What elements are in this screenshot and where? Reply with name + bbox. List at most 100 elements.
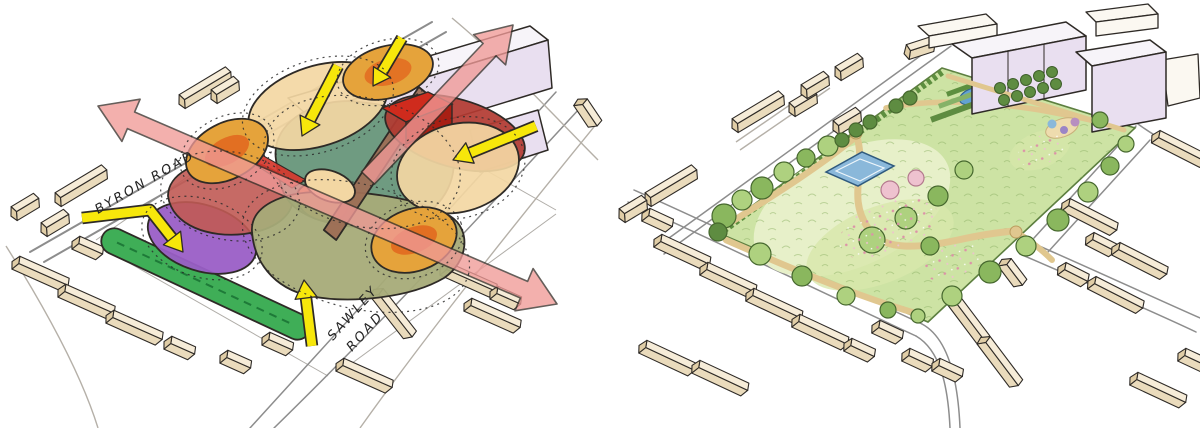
entry-arrow-top-head (299, 114, 321, 137)
flower-meadow-stipple (1017, 133, 1067, 167)
playground (1045, 117, 1080, 139)
blossom-tree (907, 169, 925, 187)
garden-tree (1007, 78, 1019, 90)
house (1174, 345, 1200, 375)
formal-garden-trees (994, 66, 1062, 106)
main-axis-arrow (97, 98, 558, 312)
entry-arrow-left (81, 205, 176, 241)
tree (773, 161, 795, 183)
avenue-tree (888, 98, 904, 114)
garden-tree (1050, 78, 1062, 90)
street-e-2 (1047, 139, 1151, 253)
play-equipment (1047, 119, 1057, 129)
entrance-node (1009, 225, 1023, 239)
entry-arrow-bottom (301, 297, 317, 347)
tree (1015, 235, 1037, 257)
avenue-2 (657, 37, 946, 247)
park-trees (708, 66, 1135, 324)
flower-meadow-stipple (838, 197, 938, 259)
outline-block (1161, 53, 1200, 107)
tree (927, 185, 949, 207)
entry-arrow-top (306, 63, 342, 123)
dashed-outline (241, 179, 471, 313)
house (898, 345, 936, 375)
terrace (640, 163, 702, 209)
terrace (688, 357, 752, 399)
terrace (1126, 369, 1190, 411)
terrace (788, 311, 852, 353)
tree (1077, 181, 1099, 203)
lavender-front-b (1091, 51, 1167, 133)
house (830, 51, 868, 83)
tree (954, 160, 974, 180)
site-edge-se (339, 213, 557, 373)
outline-block-front (1095, 13, 1159, 37)
house (1054, 259, 1092, 290)
movement-arrows-pink (97, 24, 558, 312)
tree (910, 308, 926, 324)
tree (748, 242, 772, 266)
hedge-bar (938, 90, 978, 109)
tree (941, 285, 963, 307)
nw-path (718, 136, 856, 232)
tree (796, 148, 816, 168)
dashed-outline (141, 195, 263, 281)
garden-tree (1037, 82, 1049, 94)
dashed-outline (390, 115, 526, 221)
tree (750, 176, 774, 200)
garden-tree (994, 82, 1006, 94)
entry-arrow-right (468, 121, 538, 158)
tree (879, 301, 897, 319)
tree (1100, 156, 1120, 176)
entry-arrow-right-head (452, 142, 475, 164)
street-se-1 (1029, 241, 1200, 319)
masterplan-panel (614, 3, 1200, 428)
tree (1046, 208, 1070, 232)
terrace (635, 337, 699, 379)
dashed-outline (241, 55, 395, 157)
dashed-outline (179, 112, 275, 190)
house (160, 333, 198, 362)
garden-tree (1033, 70, 1045, 82)
avenue-tree (902, 90, 918, 106)
sports-court (824, 151, 896, 187)
entrance-arrows-yellow (81, 34, 539, 347)
entry-arrow-bottom-head (294, 279, 318, 301)
garden-tree (1011, 90, 1023, 102)
play-equipment (1060, 126, 1068, 134)
dashed-outlines (141, 37, 526, 313)
tree (978, 260, 1002, 284)
terrace (1108, 239, 1171, 282)
house (216, 347, 254, 376)
house (928, 355, 966, 385)
branch-axis-arrow (360, 24, 514, 185)
tree (731, 189, 753, 211)
tree (791, 265, 813, 287)
garden-tree (998, 94, 1010, 106)
terrace (102, 307, 166, 348)
dashed-outline (364, 200, 464, 280)
tree (1117, 135, 1135, 153)
sawley-road-line-2 (273, 107, 581, 428)
avenue-tree (862, 114, 878, 130)
terrace (332, 355, 396, 396)
hedge-bar (930, 101, 974, 123)
dashed-outline (336, 37, 440, 107)
garden-tree (1046, 66, 1058, 78)
house (6, 191, 44, 223)
flower-meadow-stipple (923, 243, 981, 281)
avenue-tree (848, 122, 864, 138)
terrace (1148, 127, 1200, 170)
concept-diagram-panel: BYRON ROAD SAWLEY ROAD (5, 17, 604, 428)
tree (920, 236, 940, 256)
entry-arrow-left-head (162, 230, 184, 253)
court-surface (824, 151, 896, 187)
garden-tree (1020, 74, 1032, 86)
house (36, 207, 74, 239)
tree (1091, 111, 1109, 129)
dashed-outline (263, 94, 461, 230)
tree (708, 222, 728, 242)
court-markings (834, 158, 886, 182)
